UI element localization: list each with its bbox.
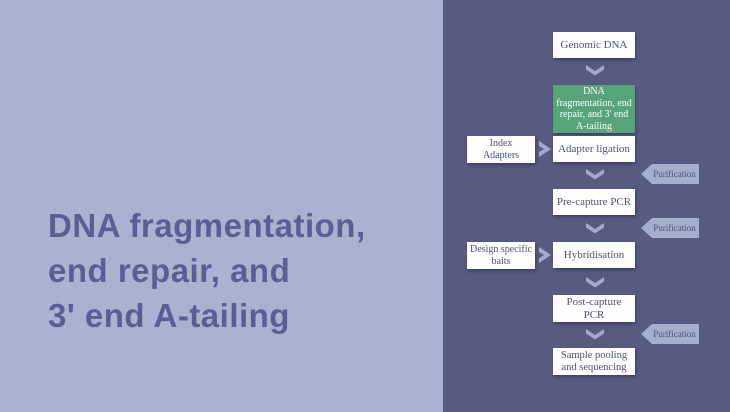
chevron-down-icon <box>586 65 604 76</box>
chevron-down-icon <box>586 223 604 234</box>
flow-node-sample-pooling-sequencing: Sample pooling and sequencing <box>553 348 635 375</box>
chevron-down-icon <box>586 169 604 180</box>
side-box-line: baits <box>491 255 511 267</box>
flow-node-dna-fragmentation: DNA fragmentation, end repair, and 3' en… <box>553 85 635 133</box>
side-box-line: Design specific <box>470 244 532 255</box>
slide-title-line: 3' end A-tailing <box>48 297 290 335</box>
flow-node-hybridisation: Hybridisation <box>553 242 635 268</box>
flow-node-design-specific-baits: Design specific baits <box>467 242 535 269</box>
flow-node-genomic-dna: Genomic DNA <box>553 32 635 58</box>
slide-title-line: DNA fragmentation, <box>48 207 366 245</box>
chevron-down-icon <box>586 329 604 340</box>
flow-node-adapter-ligation: Adapter ligation <box>553 136 635 162</box>
slide-title-line: end repair, and <box>48 252 291 290</box>
purification-tag: Purification <box>641 218 699 238</box>
flow-node-post-capture-pcr: Post-capture PCR <box>553 295 635 322</box>
flow-node-pre-capture-pcr: Pre-capture PCR <box>553 189 635 215</box>
side-box-line: Adapters <box>482 149 520 161</box>
purification-tag: Purification <box>641 324 699 344</box>
purification-tag: Purification <box>641 164 699 184</box>
flow-node-index-adapters: Index Adapters <box>467 136 535 163</box>
chevron-down-icon <box>586 277 604 288</box>
slide-title: DNA fragmentation, end repair, and 3' en… <box>48 203 448 338</box>
chevron-right-icon <box>539 141 551 157</box>
chevron-right-icon <box>539 247 551 263</box>
side-box-line: Index <box>489 138 513 149</box>
